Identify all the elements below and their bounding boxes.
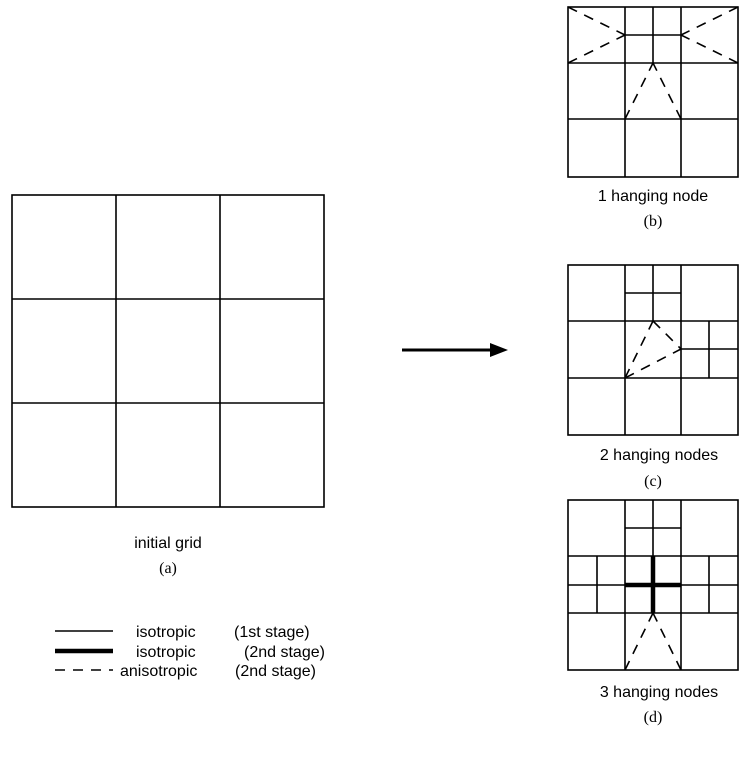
initial-grid	[11, 194, 325, 508]
grid-two-hanging-nodes	[567, 264, 739, 436]
caption-b: 1 hanging node	[598, 188, 708, 205]
legend-stage-1: (1st stage)	[234, 624, 310, 641]
legend-name-1: isotropic	[136, 624, 196, 641]
refinement-arrow	[402, 343, 508, 357]
legend: isotropic (1st stage) isotropic (2nd sta…	[55, 624, 325, 680]
caption-d: 3 hanging nodes	[600, 684, 718, 701]
legend-stage-2: (2nd stage)	[244, 644, 325, 661]
tag-d: (d)	[644, 709, 663, 726]
legend-name-3: anisotropic	[120, 663, 197, 680]
grid-three-hanging-nodes	[567, 499, 739, 671]
tag-a: (a)	[159, 560, 177, 577]
tag-c: (c)	[644, 473, 662, 490]
grid-one-hanging-node	[567, 6, 739, 178]
legend-stage-3: (2nd stage)	[235, 663, 316, 680]
tag-b: (b)	[644, 213, 663, 230]
legend-name-2: isotropic	[136, 644, 196, 661]
caption-a: initial grid	[134, 535, 202, 552]
caption-c: 2 hanging nodes	[600, 447, 718, 464]
